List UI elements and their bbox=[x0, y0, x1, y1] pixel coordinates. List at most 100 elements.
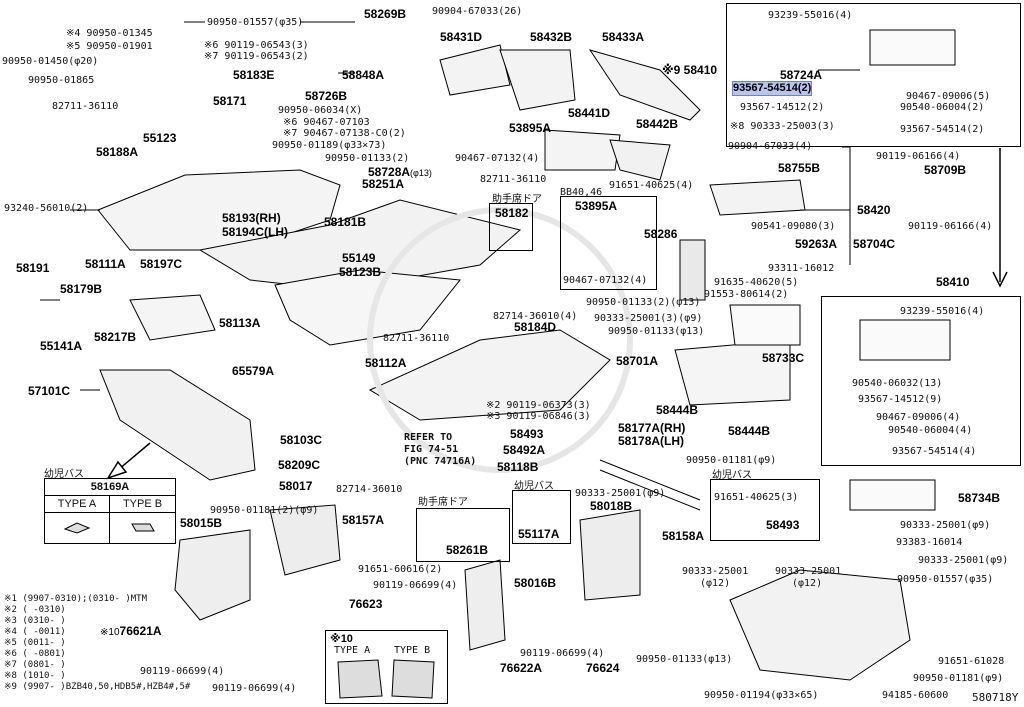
inset-box-55117a bbox=[512, 490, 571, 544]
part-58709B[interactable]: 58709B bbox=[924, 163, 967, 177]
part-55123[interactable]: 55123 bbox=[143, 131, 177, 145]
label-82711-36110-b: 82711-36110 bbox=[480, 174, 547, 185]
part-58217B[interactable]: 58217B bbox=[94, 330, 137, 344]
footnote-4: ※4 ( -0011) bbox=[4, 627, 66, 637]
part-58016B[interactable]: 58016B bbox=[514, 576, 557, 590]
part-76624[interactable]: 76624 bbox=[586, 661, 620, 675]
part-58701A[interactable]: 58701A bbox=[616, 354, 659, 368]
part-58755B[interactable]: 58755B bbox=[778, 161, 821, 175]
part-58269B[interactable]: 58269B bbox=[364, 7, 407, 21]
part-55149[interactable]: 55149 bbox=[342, 251, 376, 265]
part-58111A[interactable]: 58111A bbox=[85, 257, 126, 271]
label-82711-36110-a: 82711-36110 bbox=[52, 101, 119, 112]
part-58184D[interactable]: 58184D bbox=[514, 320, 557, 334]
label-90119-06166-a: 90119-06166(4) bbox=[876, 151, 961, 162]
part-58704C[interactable]: 58704C bbox=[853, 237, 896, 251]
part-55141A[interactable]: 55141A bbox=[40, 339, 83, 353]
part-58410-top[interactable]: ※9 58410 bbox=[662, 64, 717, 77]
part-58420[interactable]: 58420 bbox=[857, 203, 891, 217]
part-58493-b[interactable]: 58493 bbox=[766, 518, 800, 532]
label-90950-01133-d: 90950-01133(φ13) bbox=[636, 654, 733, 665]
part-57101C[interactable]: 57101C bbox=[28, 384, 71, 398]
part-58178A[interactable]: 58178A(LH) bbox=[618, 434, 685, 448]
part-58191[interactable]: 58191 bbox=[16, 261, 50, 275]
part-58018B[interactable]: 58018B bbox=[590, 499, 633, 513]
label-90950-01133-2b: 90950-01133(2)(φ13) bbox=[586, 297, 701, 308]
part-58188A[interactable]: 58188A bbox=[96, 145, 139, 159]
type-table-title: 58169A bbox=[44, 478, 176, 496]
type-b-label: TYPE B bbox=[109, 495, 176, 513]
part-76623[interactable]: 76623 bbox=[349, 597, 383, 611]
label-90119-06166-b: 90119-06166(4) bbox=[908, 221, 993, 232]
part-58493-a[interactable]: 58493 bbox=[510, 427, 544, 441]
label-90950-01194: 90950-01194(φ33×65) bbox=[704, 690, 819, 701]
part-58848A[interactable]: 58848A bbox=[342, 68, 385, 82]
jp-label-assist-door-2: 助手席ドア bbox=[418, 497, 468, 508]
inset-box-bb40 bbox=[560, 196, 657, 290]
label-93311-16012: 93311-16012 bbox=[768, 263, 835, 274]
part-58442B[interactable]: 58442B bbox=[636, 117, 679, 131]
jp-label-assist-door-1: 助手席ドア bbox=[492, 194, 542, 205]
part-58733C[interactable]: 58733C bbox=[762, 351, 805, 365]
part-58157A[interactable]: 58157A bbox=[342, 513, 385, 527]
footnote-3: ※3 (0310- ) bbox=[4, 616, 66, 626]
inset-box-58493 bbox=[710, 479, 820, 541]
part-58286[interactable]: 58286 bbox=[644, 227, 678, 241]
label-91651-60616: 91651-60616(2) bbox=[358, 564, 443, 575]
jp-label-kids-bus-1: 幼児バス bbox=[44, 469, 84, 480]
part-58209C[interactable]: 58209C bbox=[278, 458, 321, 472]
part-58183E[interactable]: 58183E bbox=[233, 68, 275, 82]
label-90119-06543-2: ※7 90119-06543(2) bbox=[204, 51, 309, 62]
part-53895A[interactable]: 53895A bbox=[509, 121, 552, 135]
part-58193[interactable]: 58193(RH) bbox=[222, 211, 281, 225]
part-58182[interactable]: 58182 bbox=[495, 206, 529, 220]
part-58492A[interactable]: 58492A bbox=[503, 443, 546, 457]
part-59263A[interactable]: 59263A bbox=[795, 237, 838, 251]
part-58181B[interactable]: 58181B bbox=[324, 215, 367, 229]
label-90950-01181-2: 90950-01181(2)(φ9) bbox=[210, 505, 319, 516]
part-58734B[interactable]: 58734B bbox=[958, 491, 1001, 505]
part-65579A[interactable]: 65579A bbox=[232, 364, 275, 378]
part-58103C[interactable]: 58103C bbox=[280, 433, 323, 447]
part-58726B[interactable]: 58726B bbox=[305, 89, 348, 103]
inset-box-58182 bbox=[489, 203, 533, 251]
inset-box-10 bbox=[325, 630, 448, 704]
part-58179B[interactable]: 58179B bbox=[60, 282, 103, 296]
part-58171[interactable]: 58171 bbox=[213, 94, 247, 108]
part-58113A[interactable]: 58113A bbox=[219, 316, 261, 330]
part-58444B-a[interactable]: 58444B bbox=[656, 403, 699, 417]
part-58197C[interactable]: 58197C bbox=[140, 257, 183, 271]
part-58112A[interactable]: 58112A bbox=[365, 356, 407, 370]
part-58194C[interactable]: 58194C(LH) bbox=[222, 225, 289, 239]
label-90541-09080: 90541-09080(3) bbox=[751, 221, 836, 232]
label-90119-06699-b: 90119-06699(4) bbox=[212, 683, 297, 694]
part-76621A[interactable]: ※1076621A bbox=[100, 624, 162, 639]
part-58261B[interactable]: 58261B bbox=[446, 543, 489, 557]
label-90333-25001-j: 90333-25001(φ9) bbox=[918, 555, 1009, 566]
part-58177A[interactable]: 58177A(RH) bbox=[618, 421, 686, 435]
part-58431D[interactable]: 58431D bbox=[440, 30, 483, 44]
label-93240-56010: 93240-56010(2) bbox=[4, 203, 89, 214]
part-55117A[interactable]: 55117A bbox=[518, 527, 560, 541]
part-53895A-b[interactable]: 53895A bbox=[575, 199, 618, 213]
part-76622A[interactable]: 76622A bbox=[500, 661, 543, 675]
part-58123B[interactable]: 58123B bbox=[339, 265, 382, 279]
label-90467-07132-box: 90467-07132(4) bbox=[563, 275, 648, 286]
label-90950-01181-c: 90950-01181(φ9) bbox=[913, 673, 1004, 684]
part-58251A[interactable]: 58251A bbox=[362, 177, 405, 191]
part-58432B[interactable]: 58432B bbox=[530, 30, 573, 44]
part-58158A[interactable]: 58158A bbox=[662, 529, 705, 543]
part-58724A[interactable]: 58724A bbox=[780, 68, 823, 82]
part-58728A[interactable]: 58728A(φ13) bbox=[368, 165, 432, 179]
part-58441D[interactable]: 58441D bbox=[568, 106, 611, 120]
part-58015B[interactable]: 58015B bbox=[180, 516, 223, 530]
part-58118B[interactable]: 58118B bbox=[497, 460, 539, 474]
part-58410[interactable]: 58410 bbox=[936, 275, 970, 289]
label-90950-01901: ※5 90950-01901 bbox=[66, 41, 153, 52]
part-58444B-b[interactable]: 58444B bbox=[728, 424, 771, 438]
refer-to-fig-note: REFER TO FIG 74-51 (PNC 74716A) bbox=[404, 432, 477, 467]
part-58017[interactable]: 58017 bbox=[279, 479, 313, 493]
label-93567-54514-highlighted[interactable]: 93567-54514(2) bbox=[731, 81, 813, 96]
part-58433A[interactable]: 58433A bbox=[602, 30, 645, 44]
